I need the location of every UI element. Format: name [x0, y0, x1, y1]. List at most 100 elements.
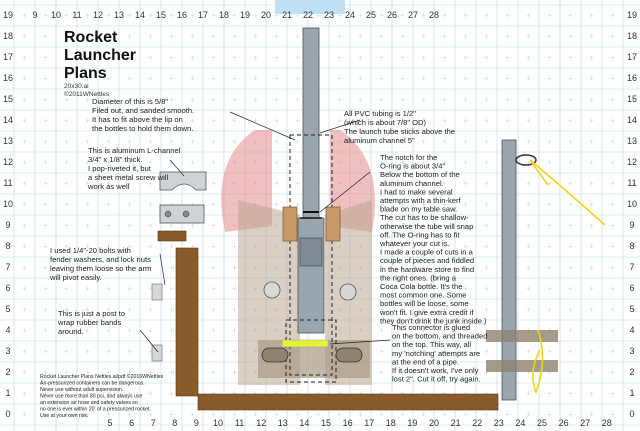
note-aluminum-line: a sheet metal screw will: [88, 173, 168, 182]
grid-cross: [22, 328, 27, 333]
grid-cross: [589, 286, 594, 291]
note-notch-line: Coca Cola bottle. It's the: [380, 282, 463, 291]
grid-cross: [589, 328, 594, 333]
grid-cross: [484, 286, 489, 291]
grid-cross: [379, 349, 384, 354]
grid-cross: [169, 13, 174, 18]
ruler-left-label: 12: [3, 157, 13, 167]
grid-cross: [421, 97, 426, 102]
grid-cross: [22, 55, 27, 60]
grid-cross: [442, 244, 447, 249]
grid-cross: [295, 118, 300, 123]
bottle-holder-bracket: [159, 171, 207, 191]
grid-cross: [43, 307, 48, 312]
grid-cross: [148, 181, 153, 186]
ruler-left-label: 2: [5, 367, 10, 377]
grid-cross: [463, 244, 468, 249]
grid-cross: [106, 307, 111, 312]
grid-cross: [127, 223, 132, 228]
ruler-left-label: 18: [3, 31, 13, 41]
grid-cross: [631, 412, 636, 417]
ruler-left-label: 4: [5, 325, 10, 335]
grid-cross: [85, 202, 90, 207]
grid-cross: [64, 181, 69, 186]
grid-cross: [610, 118, 615, 123]
ruler-right-label: 14: [627, 115, 637, 125]
grid-cross: [400, 139, 405, 144]
ruler-top-label: 23: [324, 10, 334, 20]
grid-cross: [22, 412, 27, 417]
grid-cross: [505, 13, 510, 18]
grid-cross: [106, 223, 111, 228]
note-notch-line: off. The O-ring has to fit: [380, 230, 460, 239]
ruler-right-label: 1: [629, 388, 634, 398]
ruler-left-label: 19: [3, 10, 13, 20]
ruler-bottom-label: 12: [256, 418, 266, 428]
grid-cross: [85, 244, 90, 249]
ruler-right-label: 3: [629, 346, 634, 356]
grid-cross: [22, 223, 27, 228]
grid-cross: [64, 55, 69, 60]
grid-cross: [295, 13, 300, 18]
ruler-right-label: 11: [627, 178, 636, 188]
grid-cross: [64, 223, 69, 228]
grid-cross: [148, 370, 153, 375]
grid-cross: [127, 370, 132, 375]
note-notch-line: bottles will be loose, some: [380, 299, 469, 308]
grid-cross: [400, 34, 405, 39]
grid-cross: [484, 223, 489, 228]
ruler-top-label: 19: [240, 10, 250, 20]
ruler-left-label: 5: [5, 304, 10, 314]
grid-cross: [379, 118, 384, 123]
grid-cross: [442, 76, 447, 81]
grid-cross: [463, 55, 468, 60]
grid-cross: [484, 55, 489, 60]
ruler-top-label: 13: [114, 10, 124, 20]
pull-cord-lower: [529, 159, 549, 186]
note-notch-line: won't fit. I give extra credit if: [379, 308, 474, 317]
grid-cross: [484, 76, 489, 81]
grid-cross: [106, 349, 111, 354]
grid-cross: [358, 34, 363, 39]
arm-wood: [157, 230, 187, 242]
grid-cross: [568, 244, 573, 249]
grid-cross: [22, 349, 27, 354]
grid-cross: [421, 160, 426, 165]
grid-cross: [463, 76, 468, 81]
grid-cross: [22, 202, 27, 207]
ruler-bottom-label: 22: [472, 418, 482, 428]
ruler-right-label: 16: [627, 73, 637, 83]
grid-cross: [253, 118, 258, 123]
aluminum-channel: [159, 204, 205, 224]
grid-cross: [547, 13, 552, 18]
note-connector-line: on the bottom, and threaded: [392, 332, 487, 341]
ruler-left-label: 11: [3, 178, 12, 188]
grid-cross: [190, 412, 195, 417]
grid-cross: [211, 55, 216, 60]
bolt-right: [339, 283, 357, 301]
grid-cross: [127, 307, 132, 312]
grid-cross: [568, 307, 573, 312]
grid-cross: [526, 202, 531, 207]
note-notch-line: attempts with a thin-kerf: [380, 196, 461, 205]
grid-cross: [589, 349, 594, 354]
grid-cross: [106, 55, 111, 60]
grid-cross: [337, 55, 342, 60]
ruler-bottom-label: 6: [129, 418, 134, 428]
ruler-right-label: 8: [629, 241, 634, 251]
note-pvc-line: (which is about 7/8" OD): [344, 118, 427, 127]
grid-cross: [127, 391, 132, 396]
grid-cross: [232, 118, 237, 123]
grid-cross: [85, 349, 90, 354]
grid-cross: [442, 55, 447, 60]
grid-cross: [568, 34, 573, 39]
rivet-right: [182, 210, 190, 218]
ruler-bottom-label: 14: [299, 418, 309, 428]
grid-cross: [463, 328, 468, 333]
grid-cross: [379, 55, 384, 60]
grid-cross: [232, 13, 237, 18]
bolt-left: [263, 281, 281, 299]
grid-cross: [631, 328, 636, 333]
